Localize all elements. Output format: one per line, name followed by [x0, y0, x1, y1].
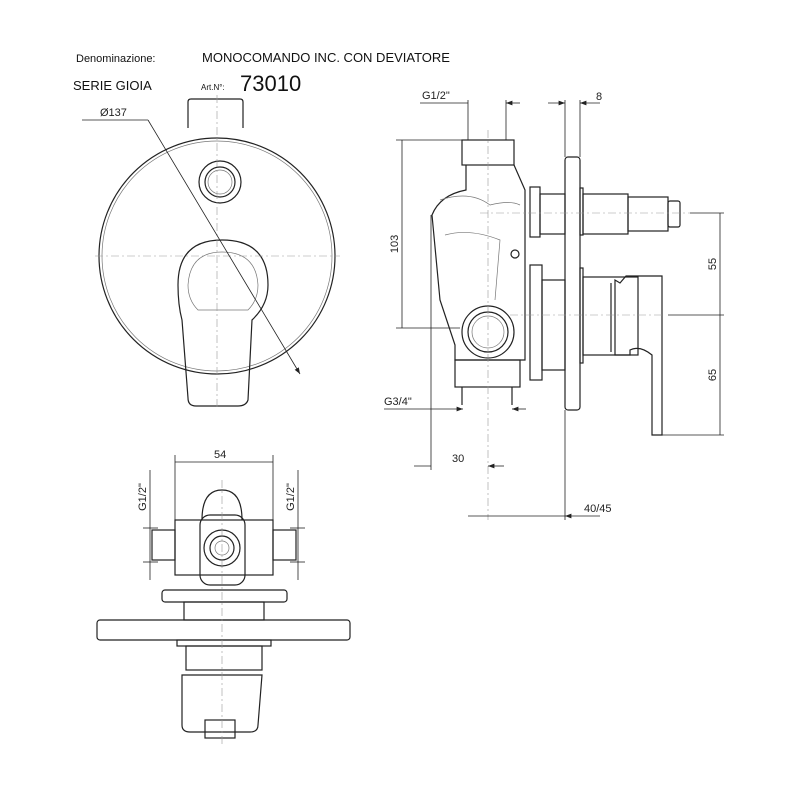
dim-height-body: 103 [389, 235, 401, 253]
dim-depth-body: 30 [452, 453, 464, 465]
product-name: MONOCOMANDO INC. CON DEVIATORE [202, 50, 450, 65]
diameter-label: Ø137 [100, 107, 127, 119]
dim-inlet-right: G1/2" [285, 483, 297, 511]
dim-install-depth: 40/45 [584, 503, 612, 515]
top-plate [96, 619, 351, 641]
lever-handle [177, 239, 269, 407]
dim-outlet-bottom: G3/4" [384, 396, 412, 408]
dim-plate-thickness: 8 [596, 91, 602, 103]
top-view: 54 G1/2" G1/2" [96, 449, 351, 745]
diverter-knob [198, 160, 242, 204]
dim-upper-offset: 55 [707, 258, 719, 270]
dim-lower-offset: 65 [707, 369, 719, 381]
dim-inlet-top: G1/2" [422, 90, 450, 102]
side-lever [610, 275, 663, 436]
wall-plate [564, 156, 581, 411]
side-view: G1/2" 8 103 55 65 G3/4" 30 40/45 [384, 90, 724, 520]
dim-width-body: 54 [214, 449, 226, 461]
denomination-label: Denominazione: [76, 53, 156, 65]
series-name: SERIE GIOIA [73, 78, 152, 93]
article-label: Art.N°: [201, 83, 225, 92]
article-number: 73010 [240, 71, 302, 96]
front-view: Ø137 [82, 95, 340, 410]
dim-inlet-left: G1/2" [137, 483, 149, 511]
